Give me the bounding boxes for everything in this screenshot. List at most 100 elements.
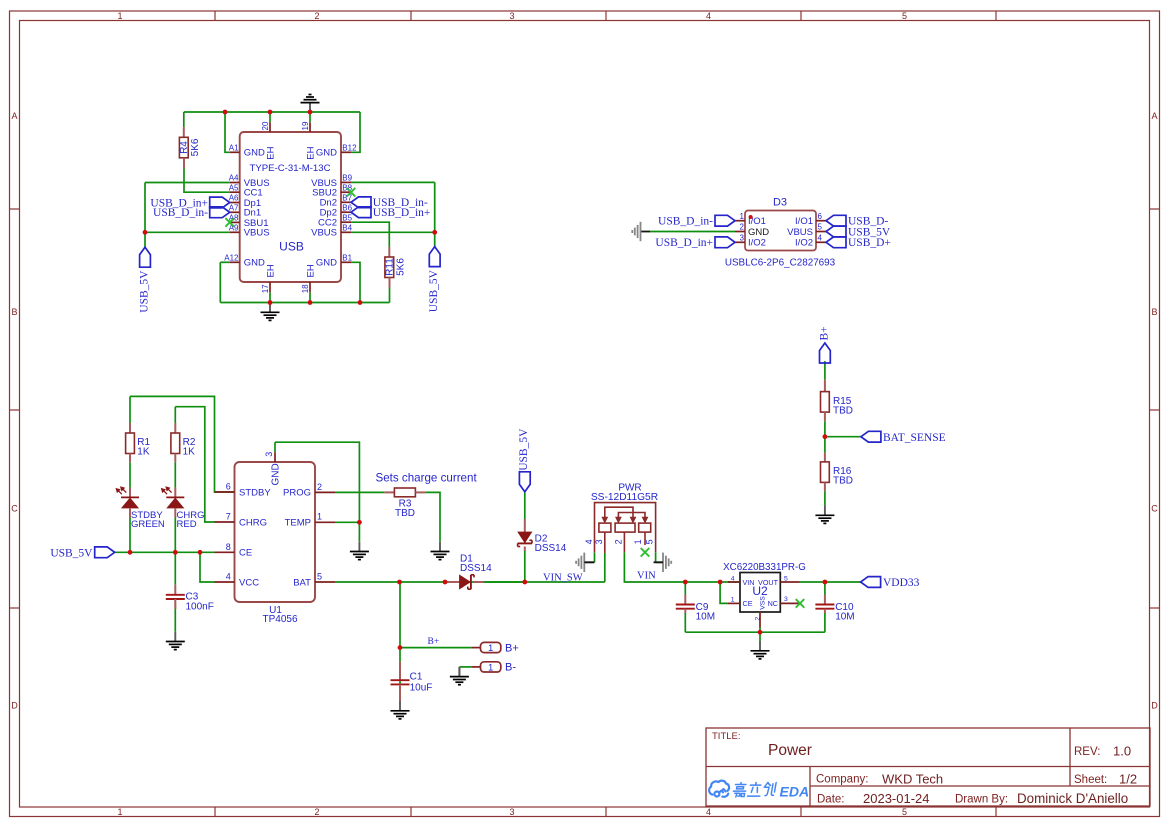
- svg-text:B: B: [1151, 307, 1157, 317]
- svg-text:A5: A5: [229, 183, 239, 192]
- svg-text:2: 2: [314, 11, 319, 21]
- svg-text:VBUS: VBUS: [244, 178, 270, 189]
- svg-text:USB_D_in-: USB_D_in-: [658, 216, 713, 228]
- svg-text:1: 1: [317, 512, 322, 522]
- svg-text:I/O2: I/O2: [795, 238, 813, 249]
- svg-text:USB_5V: USB_5V: [848, 226, 891, 238]
- svg-text:USB_5V: USB_5V: [428, 269, 440, 312]
- svg-text:SBU1: SBU1: [244, 218, 269, 229]
- svg-text:CC2: CC2: [318, 218, 337, 229]
- svg-text:17: 17: [261, 284, 270, 293]
- svg-text:R15: R15: [833, 396, 852, 407]
- svg-text:1K: 1K: [137, 446, 150, 457]
- svg-text:18: 18: [301, 284, 310, 293]
- svg-text:1: 1: [731, 597, 735, 604]
- svg-text:VIN: VIN: [743, 578, 755, 587]
- svg-text:CHRG: CHRG: [239, 517, 267, 528]
- svg-text:GND: GND: [316, 258, 337, 269]
- svg-text:Sets charge current: Sets charge current: [376, 472, 478, 485]
- svg-text:1/2: 1/2: [1119, 772, 1137, 787]
- svg-text:B-: B-: [505, 662, 516, 674]
- svg-text:RED: RED: [177, 519, 197, 530]
- svg-text:TBD: TBD: [833, 476, 853, 487]
- svg-text:Dn1: Dn1: [244, 208, 261, 219]
- svg-text:B7: B7: [342, 194, 352, 203]
- svg-text:Sheet:: Sheet:: [1074, 774, 1107, 786]
- svg-text:1: 1: [117, 11, 122, 21]
- svg-text:VBUS: VBUS: [787, 227, 813, 238]
- svg-text:3: 3: [784, 596, 788, 603]
- svg-text:B+: B+: [505, 642, 519, 654]
- svg-text:8: 8: [226, 542, 231, 552]
- svg-text:5K6: 5K6: [190, 138, 201, 156]
- svg-text:TEMP: TEMP: [285, 518, 311, 529]
- svg-text:2: 2: [613, 539, 623, 544]
- svg-text:USB_D_in-: USB_D_in-: [373, 197, 428, 209]
- svg-text:A: A: [11, 111, 17, 121]
- svg-text:3: 3: [509, 807, 514, 817]
- svg-text:2: 2: [314, 807, 319, 817]
- svg-text:B: B: [11, 307, 17, 317]
- svg-text:BAT_SENSE: BAT_SENSE: [883, 432, 946, 444]
- svg-text:20: 20: [261, 121, 270, 130]
- svg-text:CE: CE: [239, 548, 252, 559]
- svg-text:B4: B4: [342, 224, 352, 233]
- svg-text:R2: R2: [183, 437, 196, 448]
- svg-text:REV:: REV:: [1074, 746, 1100, 758]
- svg-text:B12: B12: [342, 144, 357, 153]
- svg-text:U2: U2: [752, 584, 768, 598]
- svg-text:GND: GND: [748, 227, 769, 238]
- svg-text:B9: B9: [342, 174, 352, 183]
- svg-text:4: 4: [731, 575, 735, 582]
- svg-text:3: 3: [594, 539, 604, 544]
- svg-text:4: 4: [226, 572, 231, 582]
- svg-text:USB_D+: USB_D+: [848, 237, 891, 249]
- svg-text:WKD Tech: WKD Tech: [882, 772, 943, 787]
- svg-text:2: 2: [755, 617, 762, 621]
- svg-text:4: 4: [818, 234, 823, 243]
- svg-text:6: 6: [818, 212, 823, 221]
- svg-text:VDD33: VDD33: [883, 577, 920, 589]
- svg-text:C: C: [11, 504, 18, 514]
- svg-text:5: 5: [818, 223, 823, 232]
- svg-text:R4: R4: [179, 141, 190, 154]
- svg-text:GND: GND: [244, 258, 265, 269]
- svg-text:USB_D_in+: USB_D_in+: [150, 197, 208, 209]
- svg-text:10uF: 10uF: [410, 683, 433, 694]
- svg-text:PWR: PWR: [618, 483, 641, 494]
- svg-text:USB_5V: USB_5V: [139, 270, 151, 313]
- svg-text:D3: D3: [773, 197, 787, 209]
- svg-text:3: 3: [509, 11, 514, 21]
- svg-text:XC6220B331PR-G: XC6220B331PR-G: [723, 562, 806, 573]
- svg-text:A6: A6: [229, 194, 239, 203]
- svg-text:6: 6: [226, 482, 231, 492]
- svg-text:Dp1: Dp1: [244, 198, 261, 209]
- svg-text:Company:: Company:: [816, 774, 868, 786]
- svg-text:CE: CE: [743, 599, 753, 608]
- svg-text:VSS: VSS: [759, 596, 766, 610]
- svg-text:B+: B+: [818, 326, 830, 340]
- svg-text:D: D: [11, 701, 18, 711]
- svg-text:2: 2: [317, 482, 322, 492]
- svg-text:CHRG: CHRG: [177, 510, 205, 521]
- svg-text:5: 5: [784, 575, 788, 582]
- svg-text:7: 7: [226, 512, 231, 522]
- svg-text:EH: EH: [265, 264, 276, 277]
- svg-text:USBLC6-2P6_C2827693: USBLC6-2P6_C2827693: [725, 258, 836, 269]
- svg-text:10M: 10M: [835, 612, 854, 623]
- svg-text:NC: NC: [768, 599, 778, 608]
- svg-text:VIN: VIN: [637, 570, 656, 581]
- svg-text:B+: B+: [428, 637, 440, 647]
- svg-text:1K: 1K: [183, 446, 196, 457]
- svg-text:C1: C1: [410, 672, 423, 683]
- svg-text:I/O2: I/O2: [748, 238, 766, 249]
- svg-text:VBUS: VBUS: [311, 178, 337, 189]
- svg-text:2: 2: [740, 223, 745, 232]
- svg-text:I/O1: I/O1: [748, 216, 766, 227]
- svg-text:VIN_SW: VIN_SW: [543, 573, 583, 584]
- svg-text:STDBY: STDBY: [239, 487, 271, 498]
- svg-text:1: 1: [633, 539, 643, 544]
- svg-text:R11: R11: [384, 258, 395, 276]
- svg-text:DSS14: DSS14: [460, 563, 492, 574]
- svg-text:4: 4: [706, 807, 711, 817]
